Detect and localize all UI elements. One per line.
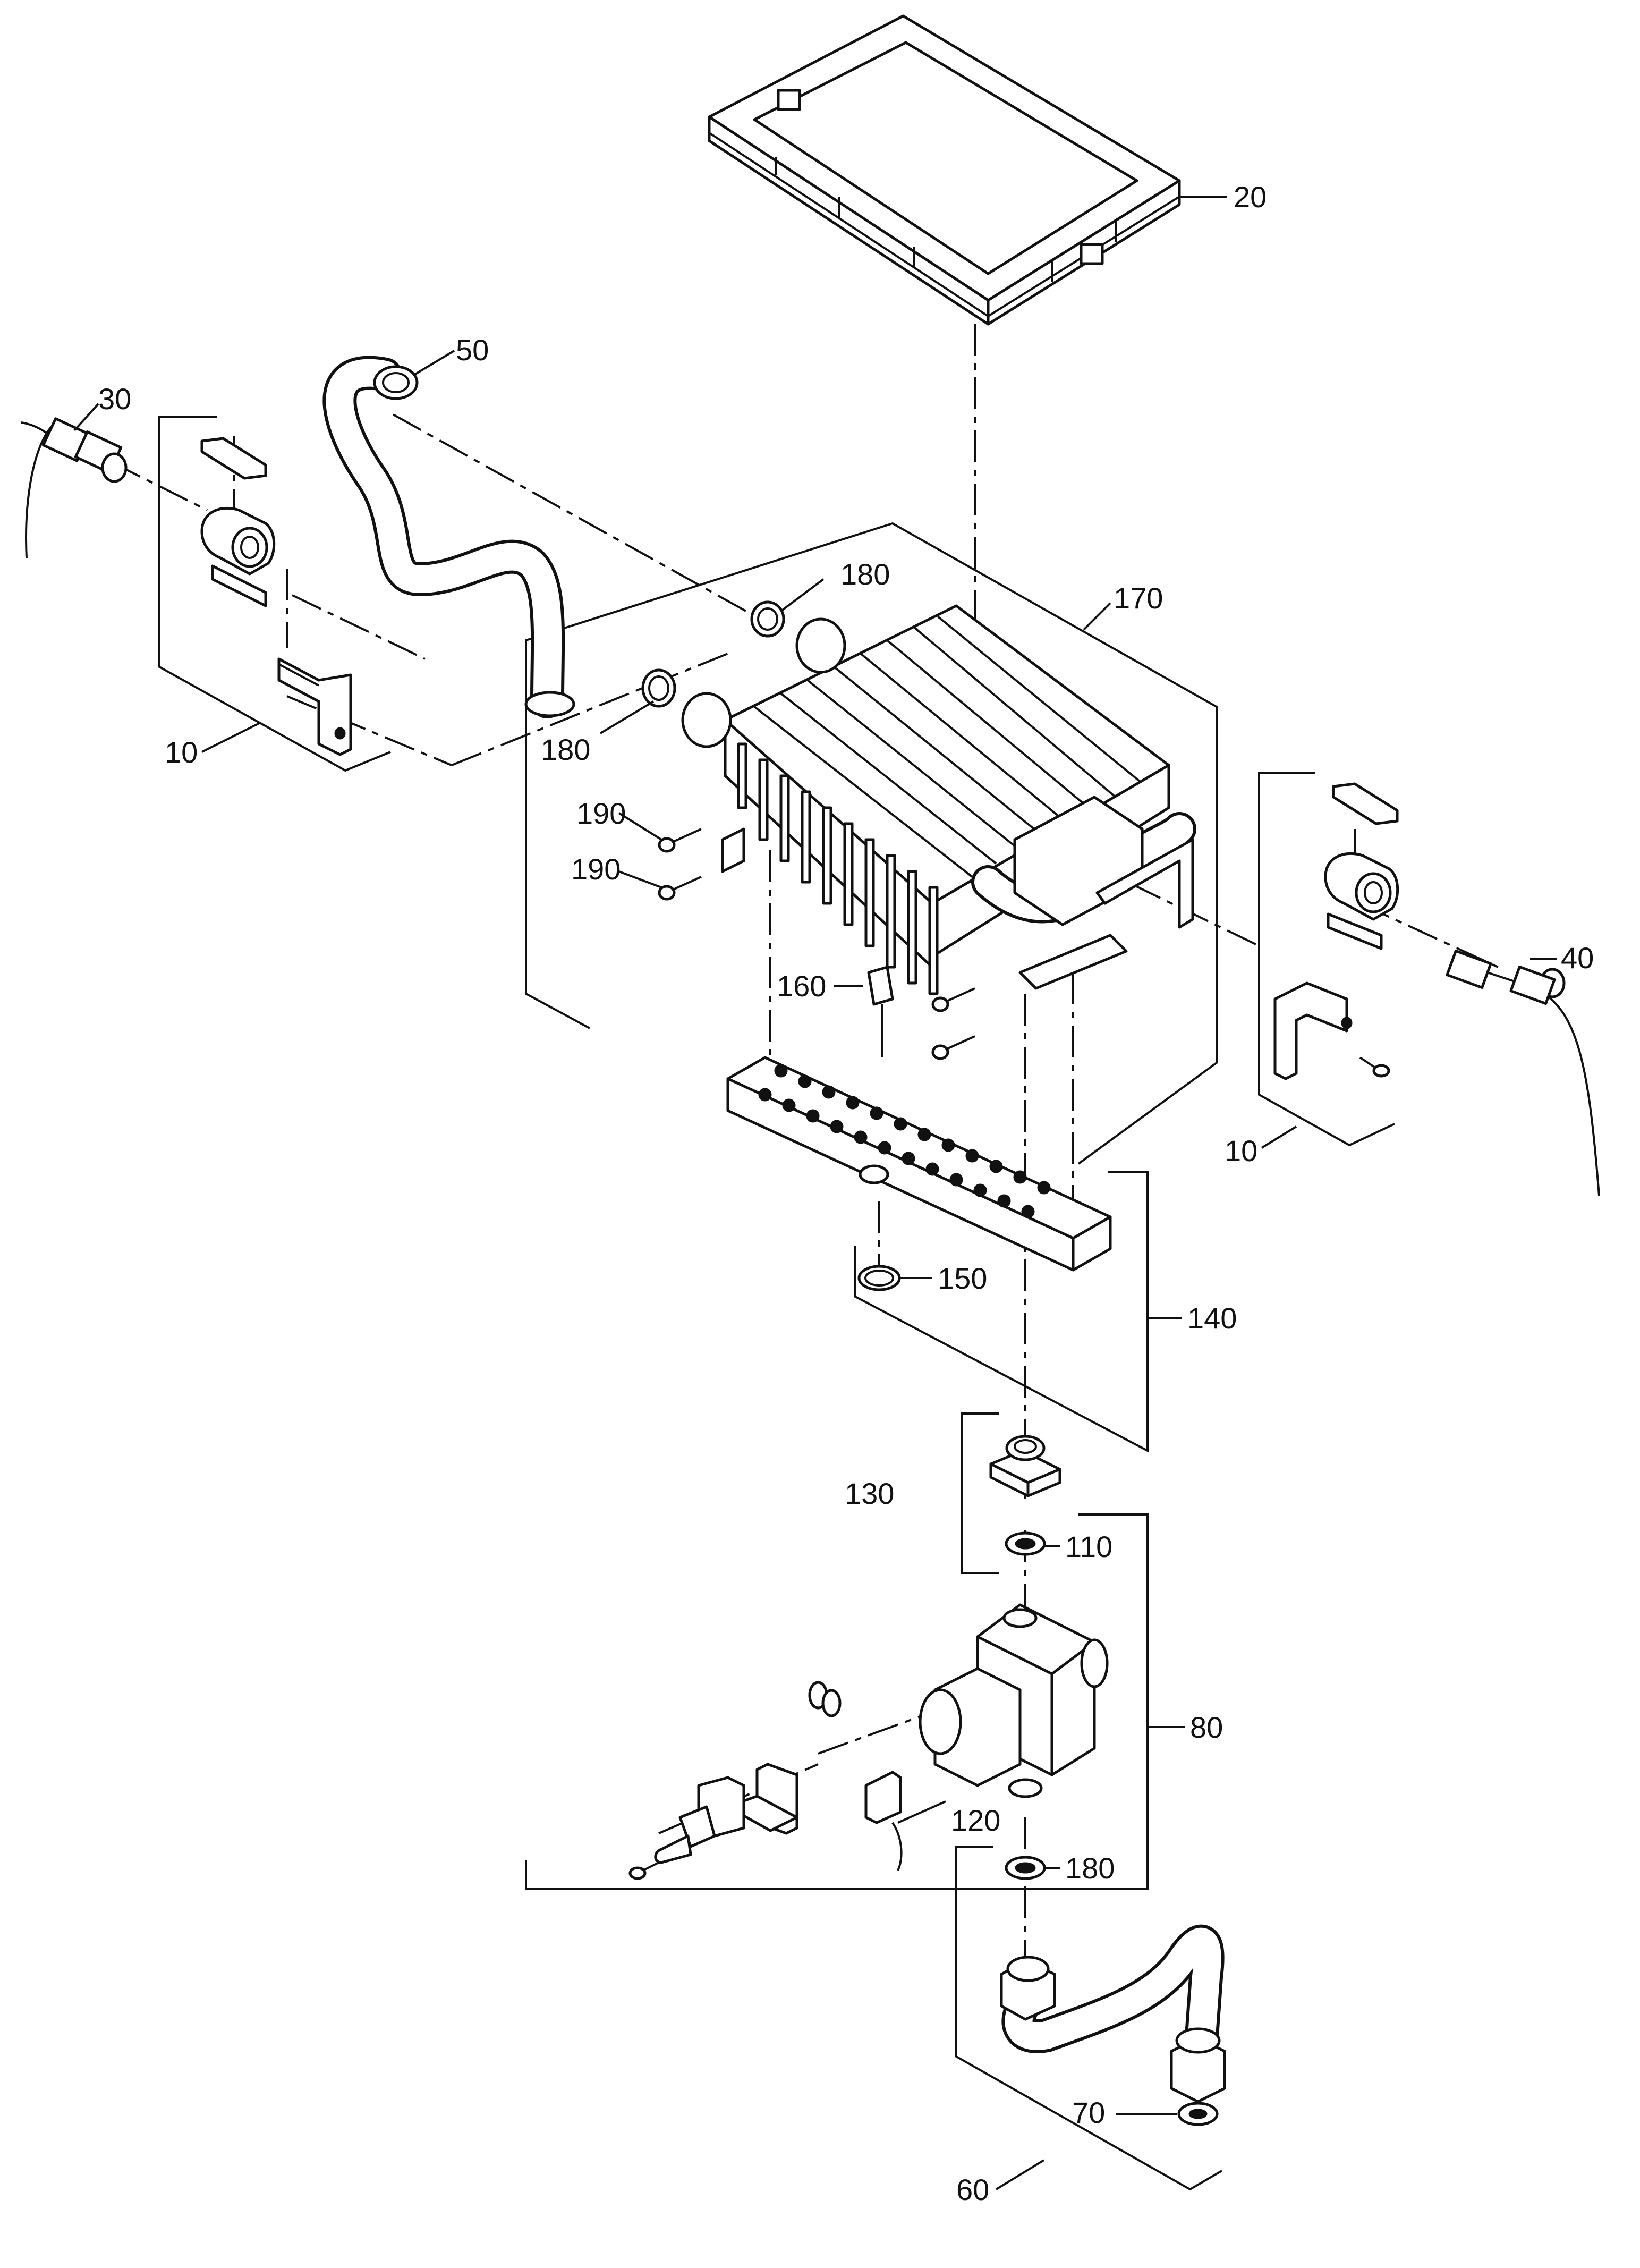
part-170-heat-exchanger xyxy=(681,604,1196,995)
part-10-left-clip xyxy=(200,437,352,756)
part-120-sensor xyxy=(864,1771,903,1871)
label-10-right: 10 xyxy=(1225,1134,1257,1167)
center-axis-lines xyxy=(111,324,1499,2104)
label-160: 160 xyxy=(777,969,826,1003)
label-70: 70 xyxy=(1072,2096,1105,2129)
part-140-burner xyxy=(726,1056,1112,1272)
part-180-gaskets-top xyxy=(641,600,785,708)
part-number-labels: 20 30 50 180 170 180 10 190 190 160 40 1… xyxy=(98,180,1594,2206)
part-110-washer xyxy=(1005,1531,1046,1556)
label-140: 140 xyxy=(1187,1301,1237,1335)
label-120: 120 xyxy=(951,1804,1000,1837)
part-70-washer xyxy=(1177,2102,1219,2126)
label-110: 110 xyxy=(1065,1530,1112,1563)
label-40: 40 xyxy=(1561,941,1594,975)
assembly-brackets xyxy=(158,416,1395,2191)
part-30-electrode xyxy=(21,417,128,558)
label-190-upper: 190 xyxy=(576,797,626,830)
part-40-electrode xyxy=(1446,949,1600,1196)
label-80: 80 xyxy=(1190,1711,1223,1744)
part-60-outlet-pipe xyxy=(1000,1924,1226,2103)
label-60: 60 xyxy=(956,2173,989,2206)
part-80-gas-valve xyxy=(919,1603,1109,1798)
label-170: 170 xyxy=(1114,581,1163,615)
part-180-washer-bottom xyxy=(1005,1856,1046,1880)
part-130-connector xyxy=(989,1435,1061,1497)
label-130: 130 xyxy=(845,1477,894,1510)
part-160-nozzle xyxy=(867,966,894,1057)
part-10-right-clip xyxy=(1273,782,1399,1080)
label-30: 30 xyxy=(98,382,131,416)
label-20: 20 xyxy=(1234,180,1267,214)
part-50-pipe xyxy=(322,356,575,718)
label-50: 50 xyxy=(456,333,489,367)
label-180-top: 180 xyxy=(840,557,890,591)
label-150: 150 xyxy=(938,1262,987,1295)
pilot-solenoid-assembly xyxy=(628,1681,842,1880)
label-190-lower: 190 xyxy=(571,852,621,886)
part-190-screws xyxy=(658,828,975,1060)
part-150-oring xyxy=(857,1265,901,1291)
label-180-mid: 180 xyxy=(541,733,590,766)
label-180-bottom: 180 xyxy=(1065,1851,1115,1885)
leader-lines xyxy=(73,196,1557,2190)
label-10-left: 10 xyxy=(165,735,198,769)
part-20-tray xyxy=(708,14,1181,326)
